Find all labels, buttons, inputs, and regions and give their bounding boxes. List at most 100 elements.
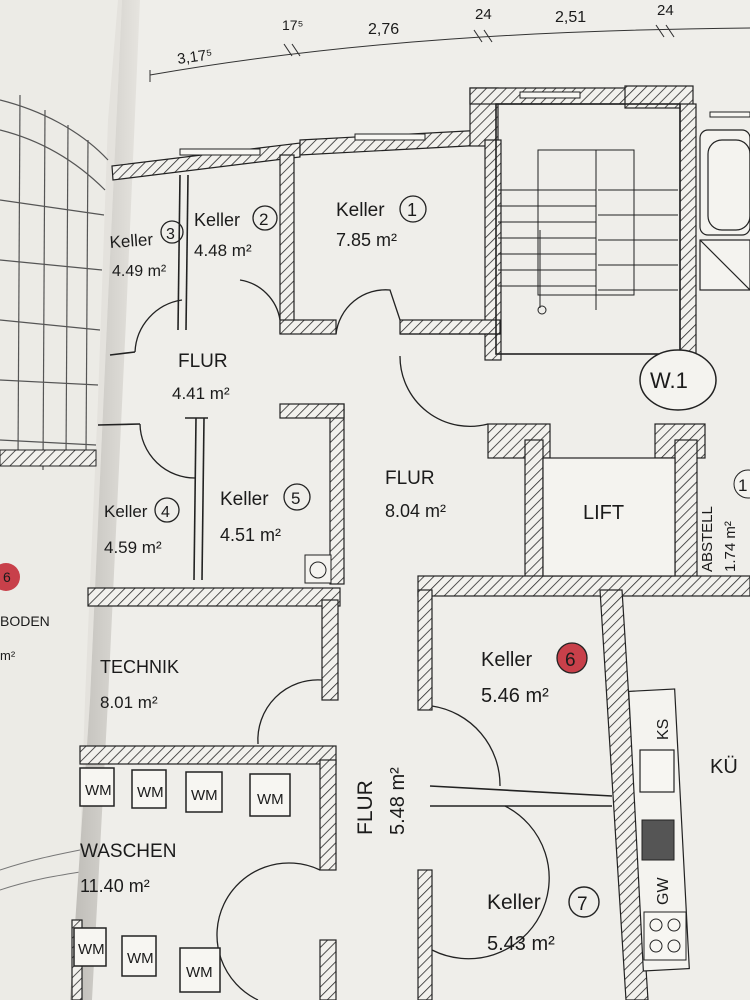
wall-waschen-right-lower: [319, 939, 337, 1000]
wall-technik-right-upper: [321, 599, 339, 701]
dimension-label-2: 17⁵: [282, 17, 303, 33]
dimension-label-4: 24: [475, 6, 492, 23]
burner-icon: [667, 918, 681, 932]
lift-label: LIFT: [583, 502, 624, 524]
burner-icon: [649, 918, 663, 932]
left-page-room-number: 6: [3, 569, 11, 585]
wall-mid-horizontal: [417, 575, 750, 597]
washing-machine-icon: [249, 773, 291, 817]
wall-keller-right: [599, 589, 649, 1000]
keller3-area: 4.49 m²: [112, 263, 167, 280]
keller1-number: 1: [407, 200, 417, 220]
washing-machine-icon: [79, 767, 115, 807]
flur2-area: 8.04 m²: [385, 501, 446, 521]
washing-machine-icon: [131, 769, 167, 809]
abstell-number: 1: [738, 476, 747, 495]
main-page: 3,17⁵ 17⁵ 2,76 24 2,51 24: [70, 0, 750, 1000]
sink-icon: [639, 749, 675, 793]
washing-machine-label: WM: [127, 950, 154, 967]
keller2-name: Keller: [194, 210, 240, 230]
keller5-number: 5: [291, 489, 300, 508]
burner-icon: [649, 939, 663, 953]
keller2-area: 4.48 m²: [194, 241, 252, 260]
burner-icon: [667, 939, 681, 953]
room-labels: Keller 1 7.85 m² Keller 2 4.48 m² Keller…: [80, 195, 738, 955]
flur3-area: 5.48 m²: [387, 767, 409, 835]
dimension-label-3: 2,76: [368, 21, 399, 38]
shaft-symbol: [304, 554, 332, 584]
keller6-number: 6: [565, 650, 576, 671]
windows: [179, 91, 750, 156]
wall-waschen-top: [79, 745, 337, 765]
shaft-circle-icon: [309, 561, 327, 579]
wall-keller5-right: [329, 403, 345, 585]
keller6-area: 5.46 m²: [481, 685, 549, 707]
keller1-number-circle: [399, 195, 427, 223]
keller6-number-circle: [556, 642, 588, 674]
wall-waschen-right: [319, 759, 337, 871]
wall-right-vert: [679, 103, 697, 365]
keller4-name: Keller: [104, 502, 148, 521]
kitchen-fixtures: KS GW: [628, 688, 690, 972]
left-page-room-unit: m²: [0, 648, 16, 663]
washing-machine-label: WM: [137, 784, 164, 801]
wall-technik-top: [87, 587, 341, 607]
keller7-name: Keller: [487, 891, 541, 914]
keller7-number-circle: [568, 886, 600, 918]
keller1-name: Keller: [336, 200, 385, 221]
dimension-label-1: 3,17⁵: [176, 46, 213, 68]
washing-machine-icon: [179, 947, 221, 993]
washing-machine-icon: [121, 935, 157, 977]
keller4-number: 4: [161, 504, 170, 521]
fridge-label: KS: [655, 719, 672, 740]
wall-keller6-left: [417, 589, 433, 711]
washing-machine-icon: [73, 927, 107, 967]
wall-keller1-left: [279, 154, 295, 334]
flur1-name: FLUR: [178, 351, 228, 372]
waschen-name: WASCHEN: [80, 841, 176, 862]
keller5-area: 4.51 m²: [220, 525, 281, 545]
keller3-number-circle: [160, 220, 184, 244]
flur3-name: FLUR: [354, 780, 377, 835]
keller3-name: Keller: [109, 230, 154, 252]
keller6-name: Keller: [481, 649, 532, 671]
technik-name: TECHNIK: [100, 657, 179, 677]
partitions: [97, 103, 681, 807]
wall-keller7-left: [417, 869, 433, 1000]
abstell-number-circle: [733, 469, 750, 499]
washing-machine-label: WM: [85, 782, 112, 799]
waschen-area: 11.40 m²: [80, 876, 150, 896]
washing-machine-label: WM: [191, 787, 218, 804]
kueche-name: KÜ: [710, 756, 738, 778]
stove-icon: [643, 911, 687, 961]
dimension-label-5: 2,51: [555, 9, 586, 26]
washing-machine-label: WM: [186, 964, 213, 981]
abstell-area: 1.74 m²: [722, 521, 739, 572]
dimension-line: 3,17⁵ 17⁵ 2,76 24 2,51 24: [149, 2, 750, 82]
wall-lift-left: [524, 439, 544, 591]
keller7-number: 7: [577, 894, 588, 915]
wall-keller1-bottom: [279, 319, 337, 335]
dishwasher-icon: [641, 819, 675, 861]
apartment-label: W.1: [650, 368, 688, 393]
wall-keller5-top: [279, 403, 345, 419]
flur1-area: 4.41 m²: [172, 384, 230, 403]
lift-shaft: [542, 457, 676, 577]
bathroom-fixtures: [699, 129, 750, 291]
wall-keller1-bottom-right: [399, 319, 501, 335]
wall-top-right: [624, 85, 694, 109]
left-page-drawing: [0, 94, 109, 471]
keller2-number-circle: [252, 205, 278, 231]
left-page-room-marker: [0, 563, 20, 591]
dishwasher-label: GW: [655, 877, 672, 905]
left-page-room-name: BODEN: [0, 613, 50, 629]
keller4-area: 4.59 m²: [104, 538, 162, 557]
walls: [71, 85, 750, 1000]
abstell-label: ABSTELL: [699, 506, 716, 572]
flur2-name: FLUR: [385, 468, 435, 489]
keller2-number: 2: [259, 210, 268, 229]
keller3-number: 3: [166, 226, 175, 243]
dimension-label-6: 24: [657, 2, 674, 19]
